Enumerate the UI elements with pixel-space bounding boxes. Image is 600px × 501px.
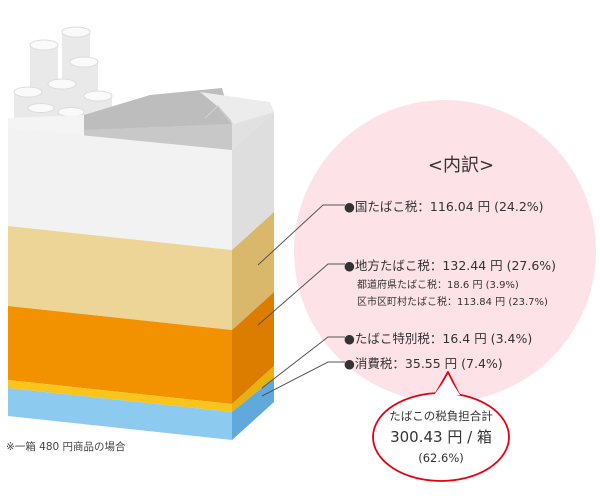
total-amount: 300.43 円 / 箱 — [390, 428, 492, 446]
breakdown-title: <内訳> — [428, 155, 494, 176]
leader-line-consumption — [261, 361, 345, 397]
total-burden-bubble — [372, 371, 510, 482]
special-tax-layer — [8, 380, 232, 412]
local-tax-layer — [8, 306, 232, 404]
cigarettes-icon — [13, 26, 113, 122]
cigarette-pack-illustration — [8, 26, 274, 440]
footnote: ※一箱 480 円商品の場合 — [6, 440, 126, 453]
municipal-tax-label: 区市区町村たばこ税：113.84 円 (23.7%) — [357, 295, 548, 308]
total-heading: たばこの税負担合計 — [389, 409, 493, 423]
special-tax-label: ●たばこ特別税：16.4 円 (3.4%) — [344, 331, 532, 346]
consumption-tax-layer — [8, 388, 232, 440]
leader-lines — [257, 204, 345, 397]
national-tax-layer — [8, 226, 232, 330]
consumption-tax-label: ●消費税：35.55 円 (7.4%) — [344, 356, 503, 371]
leader-line-special — [261, 336, 345, 389]
breakdown-circle — [294, 100, 596, 402]
prefectural-tax-label: 都道府県たばこ税：18.6 円 (3.9%) — [357, 278, 519, 291]
local-tax-label: ●地方たばこ税：132.44 円 (27.6%) — [344, 258, 556, 273]
leader-line-national — [257, 204, 345, 266]
total-share: (62.6%) — [418, 451, 464, 465]
national-tax-label: ●国たばこ税：116.04 円 (24.2%) — [344, 199, 544, 214]
leader-line-local — [257, 263, 345, 326]
